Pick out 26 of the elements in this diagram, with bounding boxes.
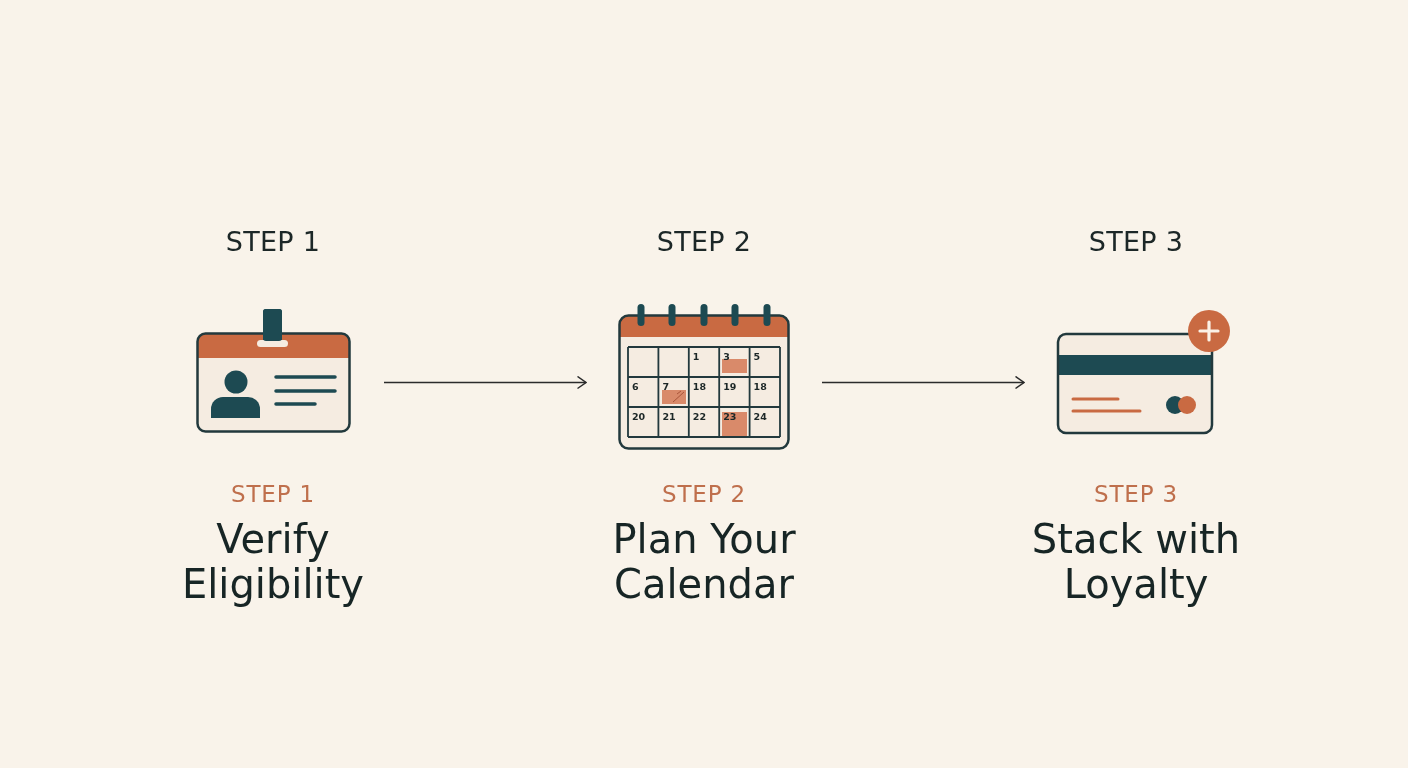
date-number: 24 [753,411,767,422]
step-title: Plan Your Calendar [611,517,797,607]
step-number: STEP 2 [662,480,746,508]
date-number: 1 [692,351,700,362]
arrow [383,375,587,390]
date-number: 23 [723,411,737,422]
step-number: STEP 1 [231,480,315,508]
credit-card-icon [1056,309,1232,435]
date-number: 6 [632,381,639,392]
date-number: 5 [753,351,761,362]
step-heading: STEP 1 [225,226,321,258]
step-title: Verify Eligibility [180,517,366,607]
step-heading: STEP 3 [1088,226,1184,258]
step-number: STEP 3 [1094,480,1178,508]
date-number: 18 [692,381,707,392]
id-badge-icon [196,308,352,434]
date-number: 18 [753,381,767,392]
date-number: 3 [723,351,730,362]
date-number: 21 [662,411,676,422]
arrow [821,375,1025,390]
date-number: 19 [723,381,737,392]
step-heading: STEP 2 [656,226,752,258]
date-number: 22 [692,411,707,422]
date-number: 20 [632,411,646,422]
date-number: 7 [662,381,669,392]
step-title: Stack with Loyalty [1030,517,1242,607]
